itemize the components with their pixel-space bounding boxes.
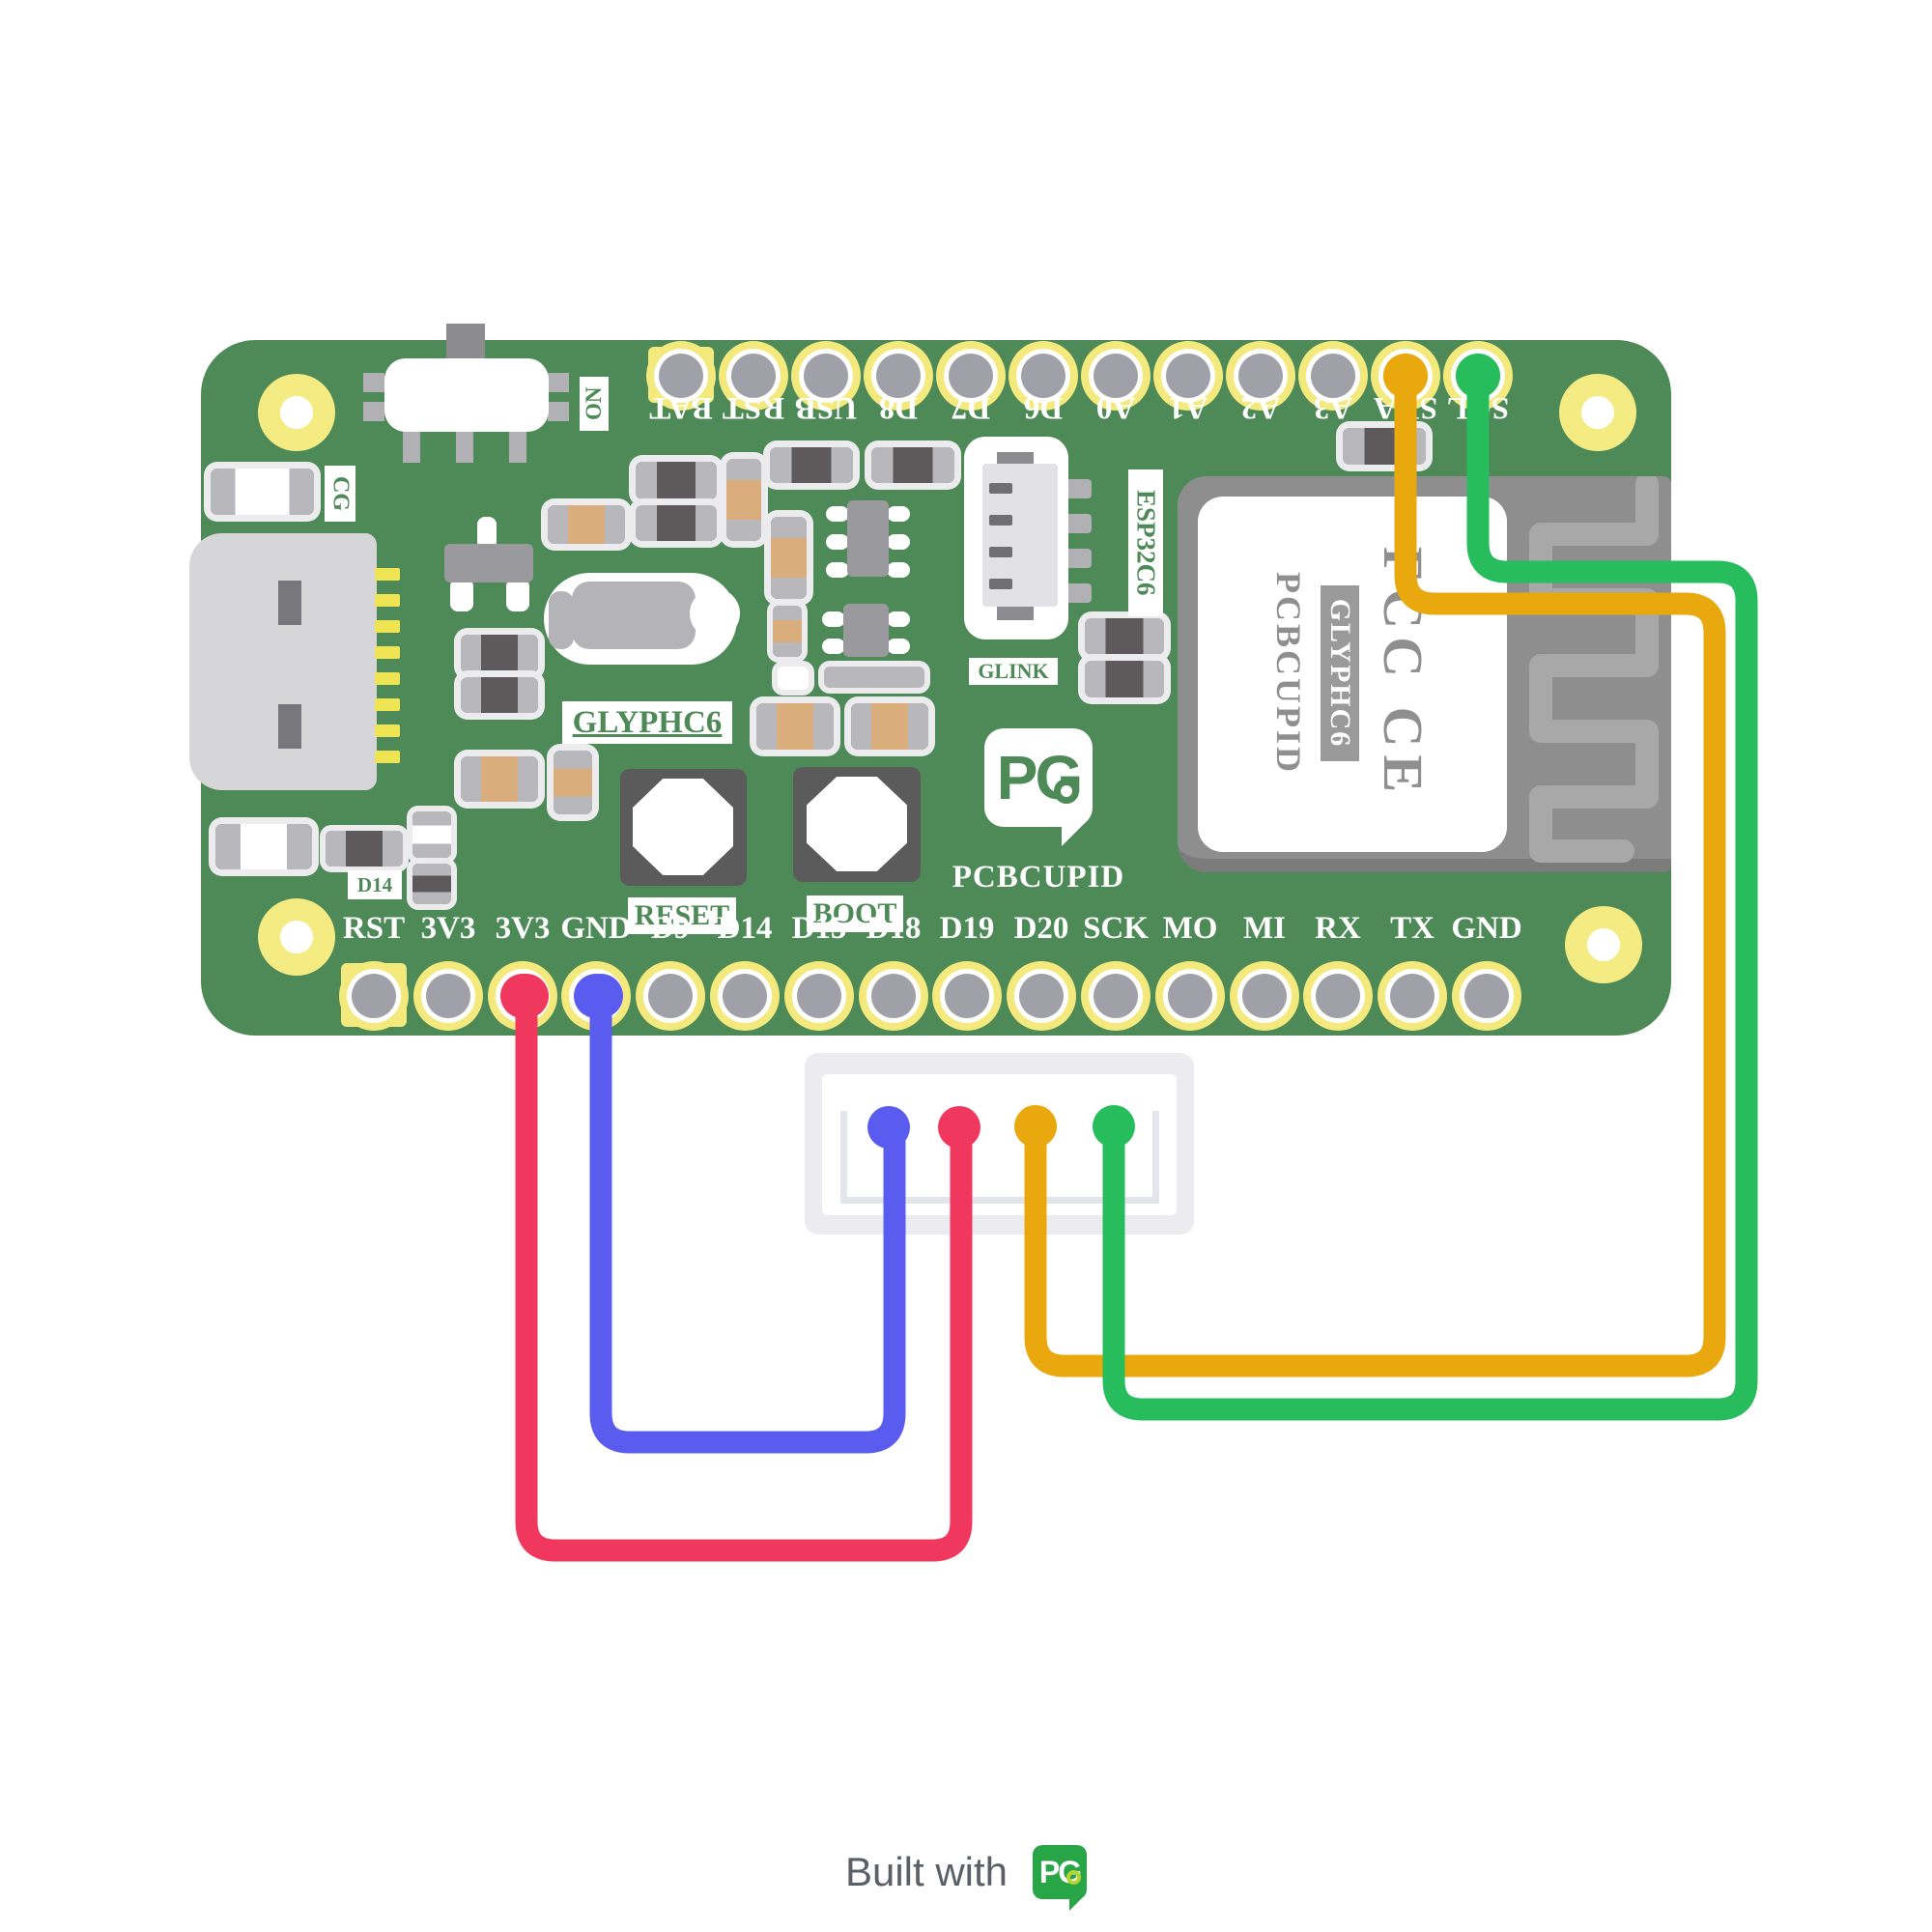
- smd-resistor: [636, 505, 717, 541]
- pin-pad-bottom-gnd-3: [574, 974, 618, 1018]
- d14-label: D14: [348, 870, 402, 899]
- pin-pad-top-d8-3: [876, 354, 921, 398]
- pin-label-top-scl-11: SCL: [1446, 390, 1510, 425]
- pin-pad-top-bat-0: [659, 354, 703, 398]
- pin-label-bottom-d18-7: D18: [866, 911, 922, 946]
- smd-resistor: [548, 505, 625, 544]
- cg-label: CG: [325, 466, 355, 522]
- usb-contact: [278, 704, 301, 749]
- pin-pad-bottom-d20-9: [1019, 974, 1064, 1018]
- footer: Built with PG: [676, 1833, 1256, 1911]
- smd-resistor: [326, 831, 403, 867]
- smd-resistor: [871, 447, 954, 483]
- smd-resistor: [636, 462, 717, 499]
- pin-pad-top-usb-2: [804, 354, 848, 398]
- pin-label-bottom-d9-4: D9: [650, 911, 691, 946]
- pin-pad-bottom-sck-10: [1094, 974, 1138, 1018]
- pin-pad-bottom-gnd-15: [1464, 974, 1509, 1018]
- smd-resistor: [1085, 661, 1164, 697]
- pin-label-bottom-rst-0: RST: [342, 911, 406, 946]
- logo-ring-icon: [1054, 779, 1079, 804]
- smd-resistor: [1085, 618, 1164, 655]
- on-label: ON: [580, 377, 609, 431]
- boot-button: [793, 767, 921, 882]
- smd-resistor: [756, 703, 834, 750]
- mounting-hole-bottom-right: [1565, 906, 1642, 983]
- footer-logo-ring-icon: [1066, 1870, 1082, 1885]
- built-with-text: Built with: [844, 1849, 1009, 1894]
- smd-resistor: [461, 635, 538, 673]
- fcc-ce-marking: FCC CE: [1372, 546, 1435, 801]
- pin-label-bottom-d15-6: D15: [791, 911, 847, 946]
- glyphc6-label: GLYPHC6: [562, 701, 732, 744]
- pin-pad-bottom-d19-8: [945, 974, 989, 1018]
- pin-label-bottom-gnd-15: GND: [1451, 911, 1522, 946]
- pin-label-bottom-gnd-3: GND: [560, 911, 632, 946]
- pin-pad-bottom-d9-4: [648, 974, 693, 1018]
- pin-pad-bottom-mo-11: [1168, 974, 1212, 1018]
- pin-pad-bottom-3v3-1: [426, 974, 470, 1018]
- glink-label: GLINK: [969, 658, 1058, 685]
- module-badge: GLYPHC6: [1321, 584, 1359, 762]
- smd-resistor: [771, 517, 807, 599]
- esp32c6-label: ESP32C6: [1128, 469, 1163, 616]
- antenna-icon: [1529, 476, 1659, 863]
- pcbcupid-logo: PG: [984, 728, 1093, 846]
- smd-resistor: [412, 864, 451, 904]
- pin-label-bottom-d19-8: D19: [939, 911, 995, 946]
- pin-pad-bottom-3v3-2: [500, 974, 545, 1018]
- pcbcupid-brand-text: PCBCUPID: [952, 860, 1125, 895]
- mounting-hole-top-right: [1559, 374, 1636, 451]
- switch-actuator-icon: [446, 324, 485, 364]
- mounting-hole-bottom-left: [258, 898, 335, 976]
- reset-label: RESET: [628, 897, 736, 934]
- pin-pad-bottom-tx-14: [1390, 974, 1435, 1018]
- smd-component: [824, 667, 924, 688]
- pin-label-bottom-d14-5: D14: [717, 911, 773, 946]
- pin-label-bottom-3v3-1: 3V3: [420, 911, 476, 946]
- smd-capacitor: [211, 469, 314, 515]
- pin-pad-bottom-rx-13: [1316, 974, 1360, 1018]
- smd-capacitor: [215, 824, 312, 869]
- smd-resistor: [554, 751, 592, 814]
- smd-capacitor: [778, 667, 809, 690]
- smd-capacitor: [412, 811, 451, 858]
- i2c-connector-slot-outline: [840, 1111, 1159, 1204]
- footer-pcbcupid-logo-icon: PG: [1033, 1845, 1088, 1911]
- module-markings: FCC CE GLYPHC6 PCBCUPID: [1207, 514, 1496, 833]
- smd-resistor: [461, 677, 538, 713]
- boot-label: BOOT: [807, 895, 903, 932]
- pin-pad-top-rst-1: [731, 354, 776, 398]
- reset-button: [620, 769, 747, 886]
- pin-label-bottom-3v3-2: 3V3: [495, 911, 551, 946]
- mounting-hole-top-left: [258, 374, 335, 451]
- pin-pad-bottom-rst-0: [352, 974, 396, 1018]
- pin-pad-bottom-d15-6: [797, 974, 841, 1018]
- smd-resistor: [851, 703, 928, 750]
- pin-pad-bottom-d18-7: [871, 974, 916, 1018]
- smd-resistor: [726, 459, 761, 541]
- smd-resistor: [461, 756, 538, 802]
- smd-resistor: [770, 447, 853, 483]
- pin-pad-top-d7-4: [949, 354, 993, 398]
- usb-contact: [278, 581, 301, 625]
- pin-pad-bottom-mi-12: [1242, 974, 1287, 1018]
- smd-resistor: [1343, 428, 1426, 465]
- usb-c-connector: [189, 533, 377, 790]
- smd-resistor: [773, 606, 802, 657]
- module-brand: PCBCUPID: [1269, 572, 1308, 775]
- pin-pad-bottom-d14-5: [723, 974, 767, 1018]
